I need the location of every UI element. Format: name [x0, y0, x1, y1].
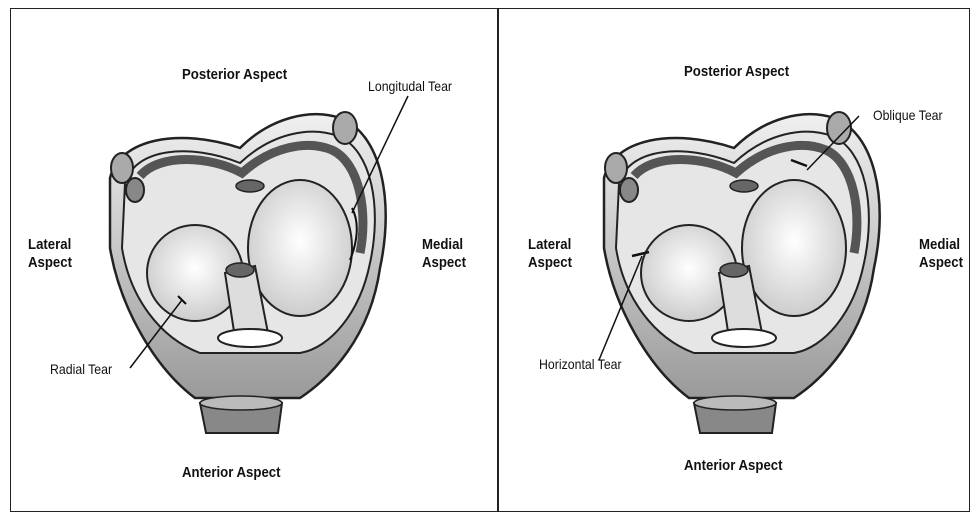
acl-base	[712, 329, 776, 347]
medial-aspect-label-line1: Medial	[422, 236, 463, 253]
lateral-aspect-label-line2: Aspect	[528, 254, 572, 271]
medial-articular-surface	[742, 180, 846, 316]
medial-aspect-label-line1: Medial	[919, 236, 960, 253]
right-panel: Posterior Aspect Anterior Aspect Lateral…	[499, 8, 975, 512]
posterior-aspect-label: Posterior Aspect	[684, 63, 789, 80]
medial-articular-surface	[248, 180, 352, 316]
horizontal-tear-label: Horizontal Tear	[539, 356, 622, 373]
medial-aspect-label-line2: Aspect	[422, 254, 466, 271]
lateral-aspect-label-line2: Aspect	[28, 254, 72, 271]
anterior-aspect-label: Anterior Aspect	[182, 464, 281, 481]
longitudinal-tear-label: Longitudal Tear	[368, 78, 452, 95]
left-panel: Posterior Aspect Anterior Aspect Lateral…	[10, 8, 497, 512]
oblique-tear-label: Oblique Tear	[873, 107, 943, 124]
acl-base	[218, 329, 282, 347]
anterior-aspect-label: Anterior Aspect	[684, 457, 783, 474]
medial-aspect-label-line2: Aspect	[919, 254, 963, 271]
lateral-aspect-label-line1: Lateral	[28, 236, 71, 253]
radial-tear-label: Radial Tear	[50, 361, 112, 378]
lateral-aspect-label-line1: Lateral	[528, 236, 571, 253]
posterior-aspect-label: Posterior Aspect	[182, 66, 287, 83]
